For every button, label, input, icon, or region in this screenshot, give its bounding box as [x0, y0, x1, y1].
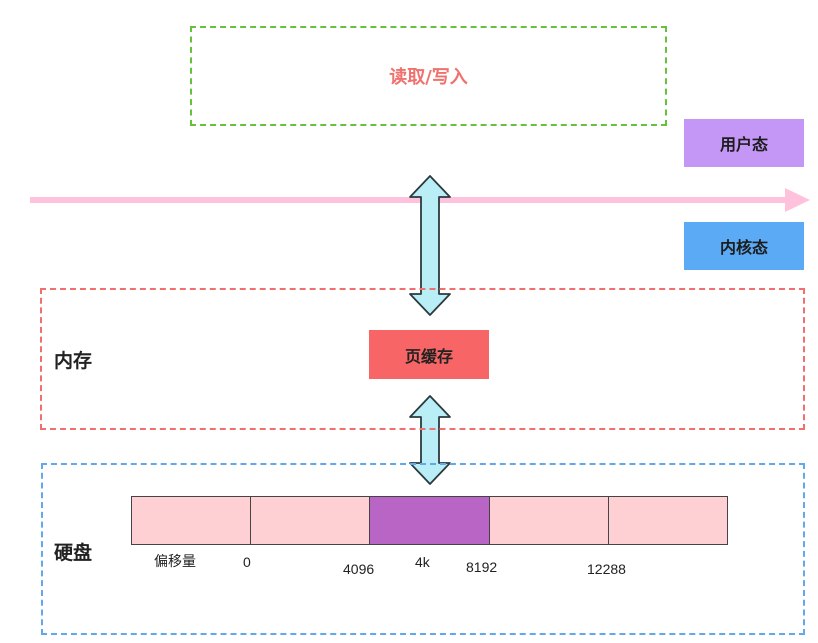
page-cache-box: 页缓存	[369, 330, 489, 379]
user-mode-box: 用户态	[684, 119, 804, 167]
disk-block	[132, 497, 252, 544]
offset-label: 偏移量	[154, 553, 196, 569]
read-write-box: 读取/写入	[190, 26, 667, 126]
boundary-arrow-head	[785, 188, 810, 212]
memory-region	[40, 288, 805, 430]
disk-label: 硬盘	[54, 542, 93, 564]
double-arrow-upper	[409, 175, 451, 316]
disk-block	[370, 497, 490, 544]
kernel-mode-label: 内核态	[719, 238, 768, 257]
offset-tick: 4096	[343, 561, 375, 577]
disk-block	[251, 497, 371, 544]
page-cache-label: 页缓存	[404, 346, 453, 366]
memory-label: 内存	[54, 350, 93, 372]
disk-block	[608, 497, 728, 544]
double-arrow-lower	[409, 395, 451, 485]
block-size-label: 4k	[415, 554, 430, 570]
read-write-label: 读取/写入	[389, 67, 468, 88]
disk-region	[41, 463, 805, 635]
offset-tick: 12288	[587, 561, 626, 577]
kernel-mode-box: 内核态	[684, 222, 804, 270]
disk-block	[489, 497, 609, 544]
user-mode-label: 用户态	[719, 135, 768, 154]
disk-blocks	[131, 496, 728, 545]
offset-tick: 8192	[466, 559, 498, 575]
offset-tick: 0	[243, 554, 251, 570]
